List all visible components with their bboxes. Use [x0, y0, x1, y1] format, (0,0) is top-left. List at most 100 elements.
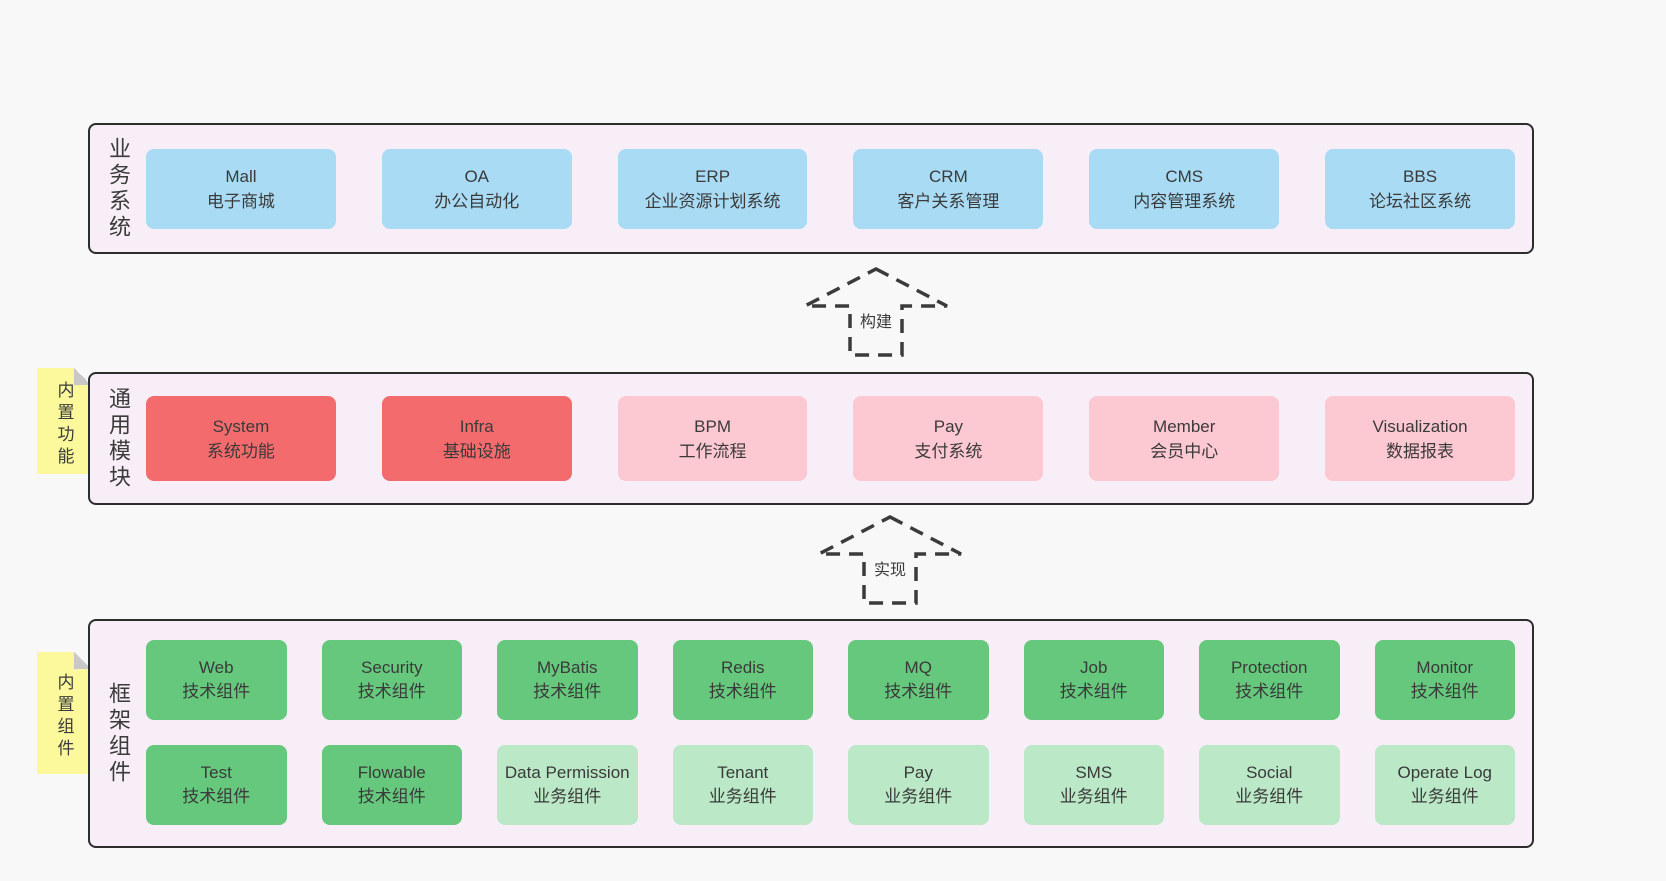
box-title: BBS [1403, 166, 1438, 186]
box-subtitle: 技术组件 [533, 682, 602, 701]
box-subtitle: 会员中心 [1150, 441, 1219, 461]
box-subtitle: 技术组件 [357, 682, 426, 701]
layer-business-systems: 业务系统 Mall 电子商城 OA 办公自动化 ERP 企业资源计划系统 CRM… [88, 123, 1534, 254]
box-subtitle: 技术组件 [182, 682, 251, 701]
box-subtitle: 业务组件 [884, 787, 953, 806]
box-monitor: Monitor 技术组件 [1374, 640, 1515, 720]
layer-label-text: 通用模块 [106, 386, 131, 491]
box-subtitle: 系统功能 [206, 441, 275, 461]
box-subtitle: 业务组件 [1059, 787, 1128, 806]
box-title: Mall [225, 166, 257, 186]
box-subtitle: 企业资源计划系统 [644, 191, 781, 211]
box-tenant: Tenant 业务组件 [672, 745, 813, 825]
layer-label-business-systems: 业务系统 [90, 125, 146, 252]
box-subtitle: 技术组件 [182, 787, 251, 806]
box-title: Tenant [717, 763, 769, 782]
layer-label-common-modules: 通用模块 [90, 374, 146, 503]
box-protection: Protection 技术组件 [1199, 640, 1340, 720]
box-subtitle: 工作流程 [678, 441, 747, 461]
note-fold-corner-icon [74, 652, 91, 669]
layer-modules-content: System 系统功能 Infra 基础设施 BPM 工作流程 Pay 支付系统… [146, 374, 1532, 503]
box-subtitle: 电子商城 [206, 191, 275, 211]
box-title: Pay [933, 416, 964, 436]
box-title: Web [198, 658, 234, 677]
note-text: 内置功能 [54, 381, 74, 469]
box-title: Job [1080, 658, 1108, 677]
box-cms: CMS 内容管理系统 [1089, 148, 1280, 229]
note-fold-corner-icon [74, 368, 91, 385]
box-crm: CRM 客户关系管理 [853, 148, 1044, 229]
box-title: Pay [903, 763, 933, 782]
box-title: ERP [695, 166, 731, 186]
box-pay-component: Pay 业务组件 [848, 745, 989, 825]
box-infra: Infra 基础设施 [381, 396, 572, 481]
box-mybatis: MyBatis 技术组件 [497, 640, 638, 720]
box-title: BPM [694, 416, 731, 436]
box-title: Redis [721, 658, 765, 677]
box-bpm: BPM 工作流程 [617, 396, 808, 481]
box-erp: ERP 企业资源计划系统 [617, 148, 808, 229]
box-title: MyBatis [537, 658, 598, 677]
box-subtitle: 业务组件 [1235, 787, 1304, 806]
box-web: Web 技术组件 [146, 640, 287, 720]
box-subtitle: 客户关系管理 [897, 191, 1000, 211]
box-subtitle: 业务组件 [708, 787, 777, 806]
box-social: Social 业务组件 [1199, 745, 1340, 825]
arrow-implement: 实现 [816, 514, 964, 606]
box-title: Test [200, 763, 232, 782]
arrow-label: 实现 [871, 556, 909, 580]
sticky-note-builtin-components: 内置组件 [37, 652, 91, 774]
dashed-up-arrow-icon [818, 515, 962, 605]
sticky-note-builtin-features: 内置功能 [37, 368, 91, 474]
box-title: OA [464, 166, 490, 186]
box-title: SMS [1075, 763, 1113, 782]
box-subtitle: 技术组件 [1410, 682, 1479, 701]
box-title: Data Permission [504, 763, 630, 782]
box-subtitle: 支付系统 [914, 441, 983, 461]
box-subtitle: 内容管理系统 [1133, 191, 1236, 211]
arrow-build: 构建 [802, 266, 950, 358]
box-redis: Redis 技术组件 [672, 640, 813, 720]
box-mall: Mall 电子商城 [146, 148, 336, 229]
box-title: Security [361, 658, 423, 677]
dashed-up-arrow-icon [804, 267, 948, 357]
box-oa: OA 办公自动化 [381, 148, 572, 229]
box-subtitle: 技术组件 [357, 787, 426, 806]
layer-business-content: Mall 电子商城 OA 办公自动化 ERP 企业资源计划系统 CRM 客户关系… [146, 125, 1532, 252]
box-sms: SMS 业务组件 [1023, 745, 1164, 825]
box-title: Social [1246, 763, 1293, 782]
box-subtitle: 业务组件 [1410, 787, 1479, 806]
box-security: Security 技术组件 [321, 640, 462, 720]
layer-framework-content: Web 技术组件 Security 技术组件 MyBatis 技术组件 Redi… [146, 621, 1532, 846]
box-title: Infra [459, 416, 494, 436]
layer-framework-components: 框架组件 Web 技术组件 Security 技术组件 MyBatis 技术组件… [88, 619, 1534, 848]
box-subtitle: 技术组件 [1059, 682, 1128, 701]
box-title: Flowable [357, 763, 426, 782]
note-text: 内置组件 [54, 673, 74, 761]
box-title: MQ [904, 658, 932, 677]
box-data-permission: Data Permission 业务组件 [497, 745, 638, 825]
box-pay-system: Pay 支付系统 [853, 396, 1044, 481]
box-title: Monitor [1416, 658, 1474, 677]
box-subtitle: 技术组件 [884, 682, 953, 701]
box-bbs: BBS 论坛社区系统 [1325, 148, 1515, 229]
box-title: CRM [929, 166, 968, 186]
box-subtitle: 办公自动化 [434, 191, 520, 211]
box-mq: MQ 技术组件 [848, 640, 989, 720]
box-job: Job 技术组件 [1023, 640, 1164, 720]
box-subtitle: 数据报表 [1386, 441, 1455, 461]
box-subtitle: 技术组件 [1235, 682, 1304, 701]
layer-label-text: 框架组件 [106, 681, 131, 786]
box-title: CMS [1165, 166, 1204, 186]
box-subtitle: 基础设施 [442, 441, 511, 461]
box-flowable: Flowable 技术组件 [321, 745, 462, 825]
box-subtitle: 论坛社区系统 [1369, 191, 1472, 211]
layer-common-modules: 通用模块 System 系统功能 Infra 基础设施 BPM 工作流程 Pay… [88, 372, 1534, 505]
box-subtitle: 业务组件 [533, 787, 602, 806]
box-title: System [212, 416, 270, 436]
box-title: Member [1153, 416, 1216, 436]
box-system: System 系统功能 [146, 396, 336, 481]
box-title: Protection [1230, 658, 1308, 677]
box-test: Test 技术组件 [146, 745, 287, 825]
